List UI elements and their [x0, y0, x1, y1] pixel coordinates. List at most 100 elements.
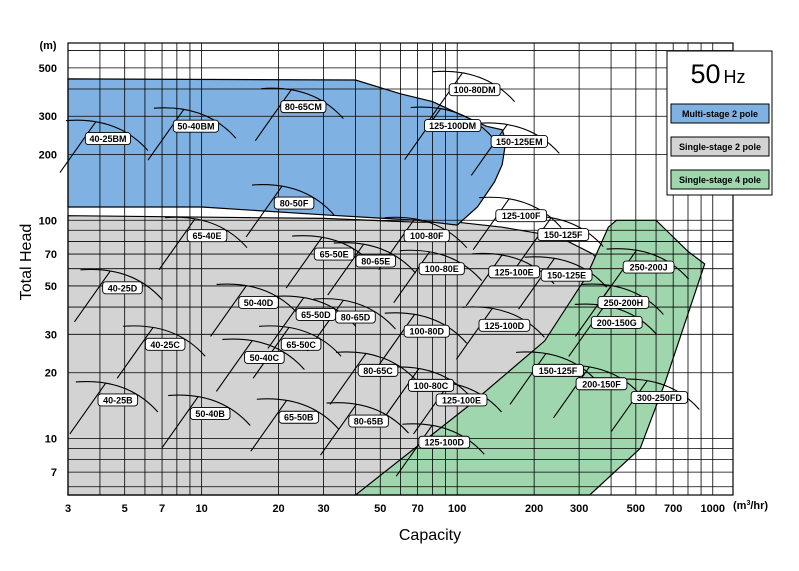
y-tick-label: 50 [45, 281, 57, 293]
model-label-box [424, 119, 482, 132]
model-label: 125-100D [424, 438, 464, 448]
model-curve [254, 87, 344, 141]
model-label-box [540, 268, 593, 282]
model-label-box [418, 435, 471, 449]
model-label: 200-150G [597, 318, 637, 328]
legend-swatch [670, 136, 770, 157]
model-label-box [280, 337, 322, 351]
model-label-box [490, 134, 548, 148]
legend-item-label: Multi-stage 2 pole [682, 109, 758, 119]
legend-swatch [670, 103, 770, 124]
model-label-box [280, 100, 327, 114]
y-tick-label: 200 [39, 150, 57, 162]
model-label: 100-80C [414, 381, 449, 391]
model-label-box [435, 393, 488, 407]
model-label-box [495, 209, 548, 223]
x-tick-label: 700 [664, 503, 682, 515]
x-tick-label: 1000 [701, 503, 725, 515]
model-label-box [189, 407, 231, 420]
model-label-box [403, 324, 450, 338]
x-tick-label: 50 [374, 503, 386, 515]
model-label-box [244, 351, 285, 364]
model-label: 200-150F [582, 379, 621, 389]
model-curve [74, 268, 163, 323]
model-label-box [537, 228, 590, 242]
model-label: 65-50D [301, 310, 331, 320]
model-label: 300-250FD [637, 393, 683, 403]
model-label: 125-100D [485, 321, 525, 331]
model-label: 50-40BM [177, 122, 214, 132]
model-label-box [97, 393, 139, 407]
model-label-box [597, 296, 650, 309]
x-tick-label: 30 [317, 503, 329, 515]
model-label: 100-80D [409, 327, 444, 337]
model-label: 50-40B [195, 409, 225, 419]
y-tick-label: 300 [39, 111, 57, 123]
model-label: 100-80E [425, 264, 459, 274]
model-label-box [478, 318, 531, 332]
model-label: 65-50B [284, 413, 314, 423]
y-tick-label: 20 [45, 368, 57, 380]
model-curve [568, 303, 658, 357]
model-label: 65-50C [286, 340, 316, 350]
model-label: 50-40C [250, 353, 280, 363]
model-label-box [403, 229, 450, 243]
model-curve [59, 119, 149, 173]
model-curve [327, 242, 417, 296]
model-curve [116, 325, 206, 379]
model-curve [426, 70, 516, 125]
model-label-box [407, 378, 455, 392]
model-label: 50-40D [244, 298, 274, 308]
model-curve [472, 196, 562, 250]
model-label-box [348, 414, 389, 428]
model-label-box [575, 377, 628, 391]
model-label-box [488, 265, 540, 279]
model-label: 80-65D [341, 313, 371, 323]
model-label: 65-40E [193, 231, 222, 241]
x-tick-label: 500 [627, 503, 645, 515]
model-curve [210, 283, 299, 337]
model-label-box [278, 410, 320, 424]
model-curve [378, 312, 468, 366]
model-label: 40-25BM [89, 134, 126, 144]
y-axis-title: Total Head [18, 224, 35, 301]
model-curve [574, 283, 664, 337]
x-tick-label: 200 [525, 503, 543, 515]
model-label-box [186, 229, 228, 243]
y-tick-label: 70 [45, 249, 57, 261]
model-curve [69, 381, 159, 435]
model-curve [404, 106, 494, 160]
legend-item-label: Single-stage 2 pole [679, 142, 761, 152]
model-curve [518, 256, 608, 310]
model-label: 125-100E [495, 267, 534, 277]
model-curve [509, 351, 599, 405]
model-label: 40-25B [103, 395, 133, 405]
model-curve [158, 216, 248, 270]
model-label-box [313, 247, 355, 261]
model-curve [161, 394, 251, 448]
model-label: 80-65E [361, 257, 390, 267]
model-curve [610, 378, 700, 432]
model-label: 250-200H [604, 298, 644, 308]
model-label: 150-125EM [496, 137, 543, 147]
model-label: 125-100DM [429, 121, 476, 131]
region-multi-stage-2-pole [67, 78, 507, 226]
legend-item-label: Single-stage 4 pole [679, 175, 761, 185]
model-curve [250, 398, 340, 452]
model-label: 150-125E [547, 271, 586, 281]
model-label: 100-80DM [454, 85, 496, 95]
x-tick-label: 3 [65, 503, 71, 515]
model-label: 40-25C [150, 340, 180, 350]
model-curve [329, 351, 419, 405]
model-curve [455, 306, 545, 360]
model-label: 125-100E [442, 395, 481, 405]
y-tick-label: 500 [39, 63, 57, 75]
model-label-box [238, 296, 279, 309]
model-label: 150-125F [539, 366, 578, 376]
x-tick-label: 5 [122, 503, 128, 515]
model-label: 80-50F [280, 199, 309, 209]
